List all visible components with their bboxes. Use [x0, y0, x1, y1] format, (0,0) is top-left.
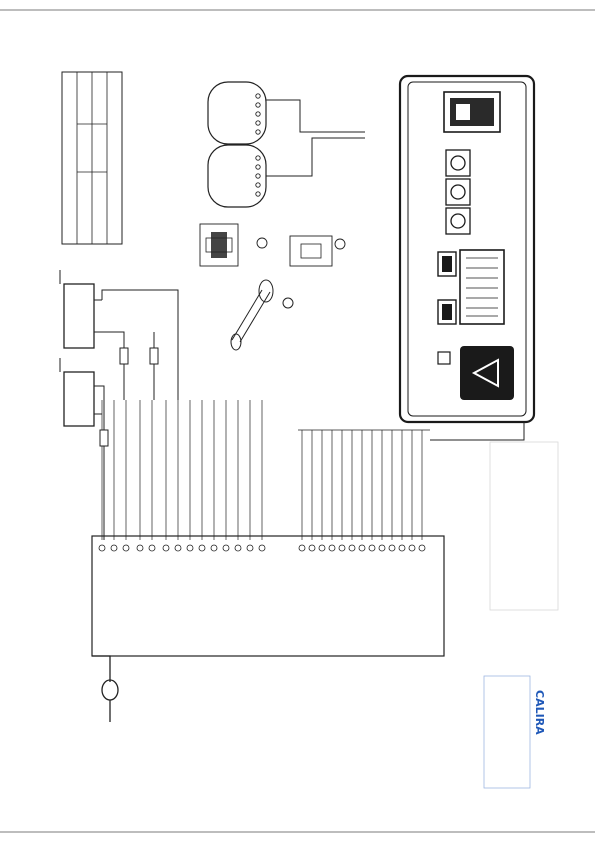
terminal [98, 544, 106, 552]
terminal [234, 544, 242, 552]
terminal [246, 544, 254, 552]
terminal [148, 544, 156, 552]
starter-battery [63, 371, 95, 427]
stamp-area [489, 441, 559, 611]
terminal [162, 544, 170, 552]
title-block [61, 71, 123, 245]
bolt-detail-frame [199, 223, 239, 267]
panel-detail-drawing [199, 223, 346, 267]
terminal [318, 544, 326, 552]
fuse-40a-1 [149, 347, 159, 365]
calira-logo: CALIRA [483, 675, 546, 789]
terminal [388, 544, 396, 552]
terminal [408, 544, 416, 552]
panel-harness-wires [298, 429, 430, 540]
terminal [358, 544, 366, 552]
terminal [210, 544, 218, 552]
terminal [222, 544, 230, 552]
fuse-socket-2 [445, 178, 471, 206]
terminal [198, 544, 206, 552]
terminal [418, 544, 426, 552]
fuse-40a-2 [99, 429, 109, 447]
hazard-button [460, 346, 514, 400]
battery-toggle-switch [437, 299, 457, 325]
terminal [368, 544, 376, 552]
terminal [258, 544, 266, 552]
level-meter [459, 249, 505, 325]
waste-water-tank-connector [207, 81, 267, 145]
fuse-sockets [445, 149, 471, 235]
battery-block-versorgen [59, 270, 102, 349]
terminal [398, 544, 406, 552]
fuse-socket-1 [445, 149, 471, 177]
evs-terminal-block [91, 535, 445, 657]
calira-logo-text: CALIRA [533, 690, 546, 735]
battery-feed-wires [101, 289, 179, 540]
waste-water-tank-plug [207, 81, 267, 145]
hazard-triangle-icon [471, 358, 499, 388]
terminal [308, 544, 316, 552]
terminal [186, 544, 194, 552]
tank-probe-sketch [230, 279, 294, 351]
calira-address-stamp-area [483, 675, 531, 789]
battery-block-starter [59, 358, 102, 427]
supply-battery [63, 283, 95, 349]
terminal [174, 544, 182, 552]
terminal-row [98, 544, 426, 552]
terminal [328, 544, 336, 552]
mains-cable [92, 655, 111, 682]
terminal [378, 544, 386, 552]
main-switch [443, 91, 501, 133]
fuse-socket-3 [445, 207, 471, 235]
panel-inner-frame [407, 81, 527, 417]
tank-sensor-cables [266, 99, 365, 177]
indicator-lamp [437, 351, 451, 365]
company-stamp [489, 441, 559, 611]
terminal [122, 544, 130, 552]
terminal [348, 544, 356, 552]
level-meter-scale [466, 257, 498, 317]
fuse-25a [119, 347, 129, 365]
bord-control-panel [398, 74, 536, 424]
tank-toggle-switch [437, 251, 457, 277]
consumer-wires [101, 400, 263, 540]
evs-enclosure [91, 535, 445, 657]
mains-connection [92, 655, 119, 722]
panel-output-cable [430, 422, 525, 441]
terminal [136, 544, 144, 552]
terminal [110, 544, 118, 552]
terminal [338, 544, 346, 552]
terminal [298, 544, 306, 552]
cutout-detail [289, 235, 333, 267]
panel-outer-frame [398, 74, 536, 424]
